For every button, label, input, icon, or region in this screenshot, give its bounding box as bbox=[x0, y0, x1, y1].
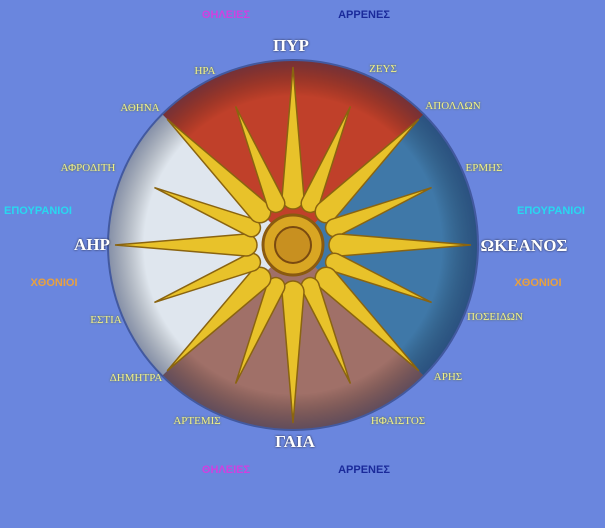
god-ermis: ΕΡΜΗΣ bbox=[465, 162, 503, 174]
label-female-bottom: ΘΗΛΕΙΕΣ bbox=[201, 464, 251, 476]
god-zeus: ΖΕΥΣ bbox=[369, 63, 397, 75]
god-dimitra: ΔΗΜΗΤΡΑ bbox=[109, 372, 163, 384]
element-earth: ΓΑΙΑ bbox=[275, 432, 315, 451]
sun-ray bbox=[234, 106, 286, 214]
label-female-top: ΘΗΛΕΙΕΣ bbox=[201, 9, 251, 21]
element-fire: ΠΥΡ bbox=[273, 36, 309, 55]
god-poseidon: ΠΟΣΕΙΔΩΝ bbox=[467, 311, 523, 323]
rosette-inner bbox=[274, 226, 312, 264]
label-celestial-right: ΕΠΟΥΡΑΝΙΟΙ bbox=[517, 205, 585, 217]
god-artemis: ΑΡΤΕΜΙΣ bbox=[173, 415, 221, 427]
label-celestial-left: ΕΠΟΥΡΑΝΙΟΙ bbox=[4, 205, 72, 217]
god-apollon: ΑΠΟΛΛΩΝ bbox=[425, 100, 481, 112]
label-chthonic-left: ΧΘΟΝΙΟΙ bbox=[30, 277, 78, 289]
label-male-bottom: ΑΡΡΕΝΕΣ bbox=[338, 464, 390, 476]
god-estia: ΕΣΤΙΑ bbox=[90, 314, 122, 326]
god-athena: ΑΘΗΝΑ bbox=[120, 102, 160, 114]
element-air: ΑΗΡ bbox=[74, 235, 110, 254]
god-hephaestus: ΗΦΑΙΣΤΟΣ bbox=[370, 415, 426, 427]
element-ocean: ΩΚΕΑΝΟΣ bbox=[480, 236, 568, 255]
label-male-top: ΑΡΡΕΝΕΣ bbox=[338, 9, 390, 21]
god-hera: ΗΡΑ bbox=[194, 65, 216, 77]
god-aris: ΑΡΗΣ bbox=[433, 371, 463, 383]
label-chthonic-right: ΧΘΟΝΙΟΙ bbox=[514, 277, 562, 289]
god-aphrodite: ΑΦΡΟΔΙΤΗ bbox=[60, 162, 116, 174]
